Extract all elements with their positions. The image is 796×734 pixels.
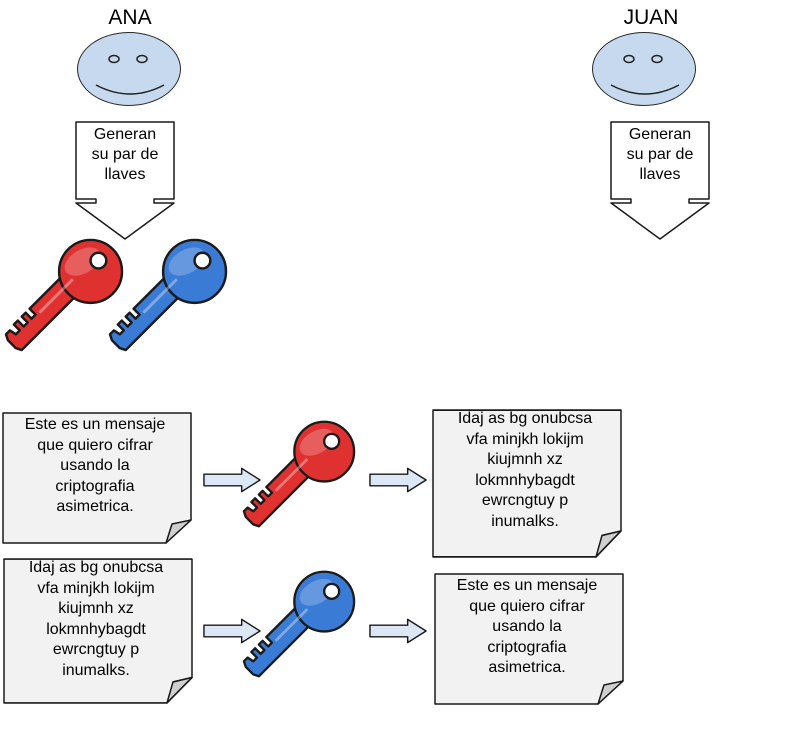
generate-keys-callout: Generan su par de llaves — [75, 121, 175, 241]
person-name-ana: ANA — [108, 6, 152, 29]
document-text: Idaj as bg onubcsa vfa minjkh lokijm kiu… — [28, 559, 164, 679]
document-text: Idaj as bg onubcsa vfa minjkh lokijm kiu… — [457, 410, 593, 530]
right-arrow-icon — [369, 618, 427, 644]
plaintext-document: Este es un mensaje que quiero cifrar usa… — [434, 572, 624, 706]
callout-text: Generan su par de llaves — [626, 126, 694, 183]
right-arrow-icon — [369, 467, 427, 493]
blue-key-icon — [104, 236, 232, 354]
person-name-juan: JUAN — [623, 6, 679, 29]
generate-keys-callout: Generan su par de llaves — [610, 121, 710, 241]
document-text: Este es un mensaje que quiero cifrar usa… — [456, 577, 598, 676]
red-key-icon — [238, 418, 360, 530]
smiley-face-icon — [592, 32, 696, 106]
ciphertext-document: Idaj as bg onubcsa vfa minjkh lokijm kiu… — [3, 558, 193, 704]
callout-text: Generan su par de llaves — [91, 126, 159, 183]
smiley-face-icon — [77, 32, 181, 106]
plaintext-document: Este es un mensaje que quiero cifrar usa… — [2, 411, 192, 545]
document-text: Este es un mensaje que quiero cifrar usa… — [24, 416, 166, 515]
ciphertext-document: Idaj as bg onubcsa vfa minjkh lokijm kiu… — [432, 409, 622, 558]
blue-key-icon — [238, 568, 360, 680]
